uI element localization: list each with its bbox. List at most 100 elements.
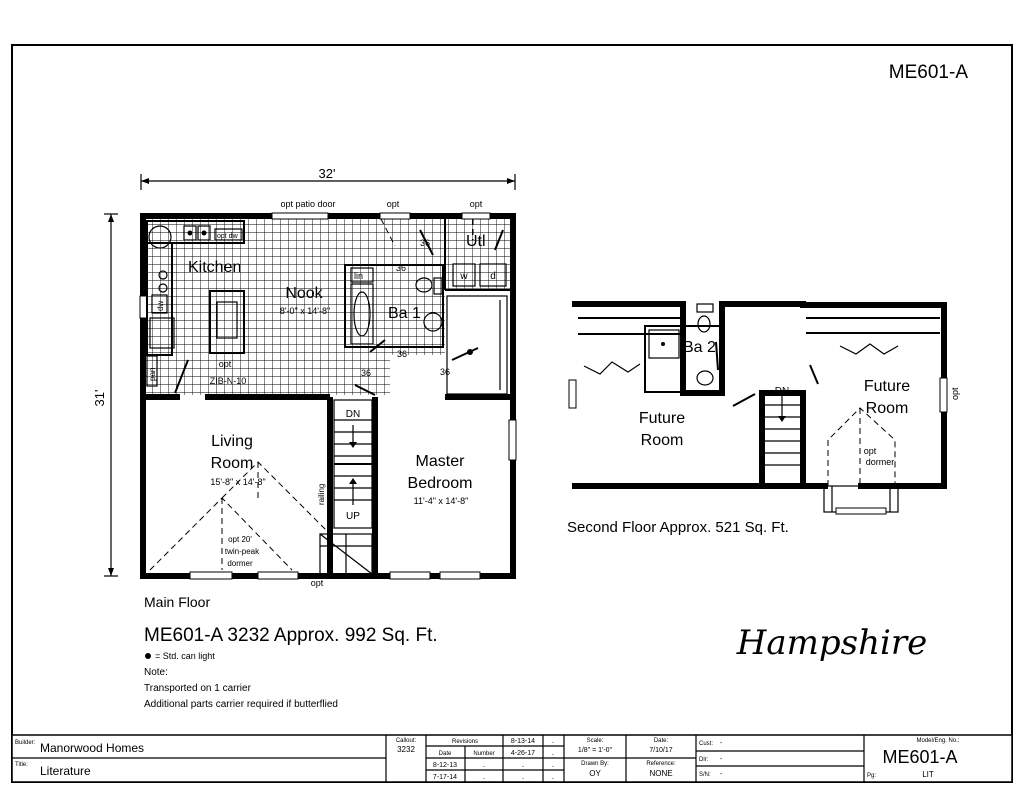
svg-text:UP: UP <box>346 511 360 522</box>
caption-main-floor: Main Floor <box>144 594 210 610</box>
svg-text:7/10/17: 7/10/17 <box>649 747 672 754</box>
svg-text:4-26-17: 4-26-17 <box>511 750 535 757</box>
svg-text:3232: 3232 <box>397 745 415 754</box>
svg-text:opt: opt <box>311 578 324 588</box>
title-block: Builder: Manorwood Homes Title: Literatu… <box>11 734 1013 783</box>
svg-text:36: 36 <box>440 367 450 377</box>
svg-text:Date:: Date: <box>654 738 669 744</box>
svg-text:Drawn By:: Drawn By: <box>581 761 609 767</box>
dimension-depth: 31' <box>92 390 107 407</box>
room-label-master-1: Master <box>416 453 466 470</box>
room-label-future-left-1: Future <box>639 410 685 427</box>
svg-text:Date: Date <box>439 751 452 757</box>
svg-text:.: . <box>522 772 524 781</box>
svg-text:Scale:: Scale: <box>587 738 604 744</box>
svg-text:Reference:: Reference: <box>646 761 676 767</box>
svg-text:.: . <box>483 760 485 769</box>
svg-text:Cust:: Cust: <box>699 741 713 747</box>
dimension-width: 32' <box>319 166 336 181</box>
svg-text:opt 20': opt 20' <box>228 535 252 544</box>
svg-text:Callout:: Callout: <box>396 738 417 744</box>
room-size-master: 11'-4" x 14'-8" <box>414 496 469 506</box>
builder-value: Manorwood Homes <box>40 741 144 755</box>
svg-text:pan: pan <box>148 368 157 381</box>
label-opt-patio-door: opt patio door <box>280 199 335 209</box>
svg-text:w: w <box>459 271 468 282</box>
room-label-future-right-1: Future <box>864 378 910 395</box>
svg-text:1/8" = 1'-0": 1/8" = 1'-0" <box>578 747 613 754</box>
can-light-icon <box>145 653 151 659</box>
room-label-bath-1: Ba 1 <box>388 305 421 322</box>
room-size-nook: 8'-0" x 14'-8" <box>280 306 330 316</box>
room-label-future-left-2: Room <box>641 432 684 449</box>
svg-text:Builder:: Builder: <box>15 740 36 746</box>
svg-text:36: 36 <box>420 238 430 248</box>
svg-text:d: d <box>490 271 496 282</box>
room-label-future-right-2: Room <box>866 400 909 417</box>
svg-text:.: . <box>552 772 554 781</box>
svg-text:opt: opt <box>219 359 232 369</box>
svg-text:36: 36 <box>397 349 407 359</box>
model-code-top: ME601-A <box>889 62 969 83</box>
title-value: Literature <box>40 764 91 778</box>
svg-text:opt: opt <box>950 387 960 400</box>
svg-text:-: - <box>720 740 723 747</box>
svg-text:Dlr:: Dlr: <box>699 757 709 763</box>
label-opt-top-2: opt <box>470 199 483 209</box>
svg-text:S/N:: S/N: <box>699 772 711 778</box>
room-label-nook: Nook <box>285 285 323 302</box>
note-line-1: Transported on 1 carrier <box>144 683 252 694</box>
svg-text:36: 36 <box>361 368 371 378</box>
svg-text:.: . <box>552 748 554 757</box>
room-label-master-2: Bedroom <box>408 475 473 492</box>
model-number-value: ME601-A <box>882 747 957 767</box>
kitchen-island <box>209 290 245 354</box>
svg-text:-: - <box>720 771 723 778</box>
svg-text:Model/Eng. No.:: Model/Eng. No.: <box>916 738 959 744</box>
svg-text:36: 36 <box>396 263 406 273</box>
svg-text:Revisions: Revisions <box>452 739 478 745</box>
svg-text:DN: DN <box>346 409 360 420</box>
tile-floor <box>146 219 510 395</box>
room-label-kitchen: Kitchen <box>188 259 241 276</box>
label-opt-top-1: opt <box>387 199 400 209</box>
svg-text:8-13-14: 8-13-14 <box>511 738 535 745</box>
svg-text:dw: dw <box>156 301 165 311</box>
svg-text:.: . <box>522 760 524 769</box>
svg-text:OY: OY <box>589 769 601 778</box>
legend-can-light: = Std. can light <box>155 651 215 661</box>
bath-2 <box>644 325 722 393</box>
bath-1 <box>344 264 444 348</box>
room-label-living-2: Room <box>211 455 254 472</box>
svg-text:dormer: dormer <box>227 559 253 568</box>
note-label: Note: <box>144 667 168 678</box>
room-label-utility: Utl <box>466 233 486 250</box>
svg-text:NONE: NONE <box>649 769 672 778</box>
svg-text:dormer: dormer <box>866 457 895 467</box>
second-floor-plan: Ba 2 opt DN opt dormer Future Room Futur… <box>568 301 960 515</box>
svg-text:.: . <box>483 772 485 781</box>
svg-text:.: . <box>552 760 554 769</box>
svg-text:opt: opt <box>864 446 877 456</box>
svg-text:railing: railing <box>317 484 326 505</box>
svg-text:-: - <box>720 756 723 763</box>
svg-text:7-17-14: 7-17-14 <box>433 774 457 781</box>
caption-second-floor: Second Floor Approx. 521 Sq. Ft. <box>567 519 789 536</box>
svg-text:Title:: Title: <box>15 762 28 768</box>
room-label-living-1: Living <box>211 433 253 450</box>
svg-text:ZIB-N-10: ZIB-N-10 <box>210 376 247 386</box>
svg-text:twin-peak: twin-peak <box>225 547 260 556</box>
svg-text:LIT: LIT <box>922 770 934 779</box>
svg-text:Pg:: Pg: <box>867 773 876 779</box>
svg-text:DN: DN <box>775 386 789 397</box>
note-line-2: Additional parts carrier required if but… <box>144 699 338 710</box>
main-floor-plan: 32' 31' opt patio door opt opt <box>92 166 517 588</box>
room-size-living: 15'-8" x 14'-8" <box>210 477 265 487</box>
svg-text:8-12-13: 8-12-13 <box>433 762 457 769</box>
brand-name-hampshire: Hampshire <box>736 623 928 663</box>
svg-text:.: . <box>552 736 554 745</box>
main-floor-summary: ME601-A 3232 Approx. 992 Sq. Ft. <box>144 625 438 646</box>
room-label-bath-2: Ba 2 <box>683 339 716 356</box>
svg-text:Number: Number <box>473 751 494 757</box>
